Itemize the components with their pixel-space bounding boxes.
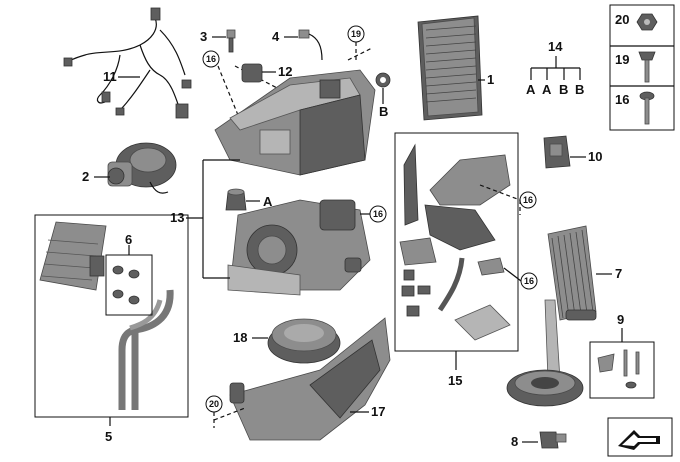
expansion-valve-assembly (506, 299, 584, 407)
label-7: 7 (615, 266, 622, 281)
letter-b-3: B (575, 82, 584, 97)
cabin-filter (417, 15, 483, 121)
letter-b-main: B (379, 104, 388, 119)
heater-core (39, 221, 107, 291)
label-12: 12 (278, 64, 292, 79)
evaporator-core (547, 225, 597, 321)
label-15: 15 (448, 373, 462, 388)
bracket-and-screws-9 (597, 349, 640, 389)
screw-16 (639, 91, 655, 125)
grommet-b (375, 72, 391, 88)
label-9: 9 (617, 312, 624, 327)
label-8: 8 (511, 434, 518, 449)
direction-icon (607, 417, 673, 457)
label-5: 5 (105, 429, 112, 444)
seal-18 (267, 318, 341, 364)
hvac-housing-lower (227, 199, 371, 296)
sensor-3 (226, 29, 236, 53)
distribution-parts (399, 143, 511, 341)
label-10: 10 (588, 149, 602, 164)
label-18: 18 (233, 330, 247, 345)
circle-16-a: 16 (206, 54, 216, 64)
circle-20: 20 (209, 399, 219, 409)
nut-20 (636, 13, 658, 31)
letter-a-main: A (263, 194, 273, 209)
blower-motor (107, 142, 177, 194)
label-3: 3 (200, 29, 207, 44)
fastener-sidebar (609, 4, 675, 131)
letter-b-2: B (559, 82, 568, 97)
bracket-17 (229, 317, 391, 441)
label-13: 13 (170, 210, 184, 225)
wiring-harness (63, 7, 192, 119)
grommet-a (225, 188, 247, 211)
sidebar-label-19: 19 (615, 52, 629, 67)
coolant-pipes (118, 289, 174, 410)
label-2: 2 (82, 169, 89, 184)
circle-19: 19 (351, 29, 361, 39)
label-11: 11 (103, 69, 117, 84)
label-4: 4 (272, 29, 280, 44)
parts-group-6 (105, 254, 153, 316)
parts-group-5 (34, 214, 189, 418)
sidebar-label-20: 20 (615, 12, 629, 27)
circle-16-d: 16 (524, 276, 534, 286)
label-6: 6 (125, 232, 132, 247)
actuator-10 (543, 135, 571, 169)
circle-16-c: 16 (523, 195, 533, 205)
letter-a-2: A (542, 82, 552, 97)
circle-16-b: 16 (373, 209, 383, 219)
screw-19 (638, 51, 656, 83)
label-1: 1 (487, 72, 494, 87)
label-17: 17 (371, 404, 385, 419)
actuator-12 (241, 63, 263, 83)
sidebar-label-16: 16 (615, 92, 629, 107)
letter-a-1: A (526, 82, 536, 97)
hvac-housing-upper (214, 69, 376, 176)
label-14: 14 (548, 39, 563, 54)
seals-6 (112, 265, 140, 305)
sensor-4 (298, 29, 323, 61)
sensor-8 (539, 431, 567, 449)
